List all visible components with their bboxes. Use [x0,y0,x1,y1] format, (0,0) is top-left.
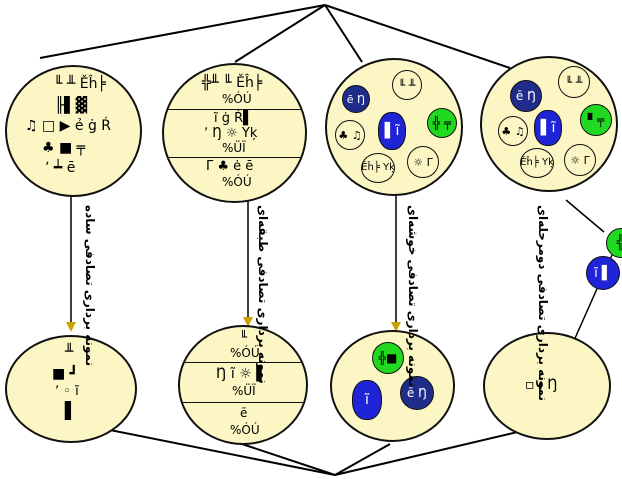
sample-1-row-1: ╨ [65,344,74,360]
population-circle-stratified: ╬╨ ╙ Ěĥ╞ %ÓÚ ĩ ġ Ŕ▌ ʼ Ŋ ☼ Yķ %ÜÏ Γ ♣ ė ē… [162,63,307,203]
sample-stratum-divider-2 [180,402,306,403]
sample-2-row-2: %ÓÚ [230,346,260,360]
cluster-cream-right: ☼ Γ [407,146,439,178]
top-line-1 [39,4,326,59]
arrow-multistage-2 [565,199,605,233]
stratum-divider-1 [164,109,305,110]
cluster-blue-2: ▌ĩ [534,110,562,146]
population-1-row-1: ╙ ╨ Ěĥ╞ [54,76,106,92]
cluster-blue: ▌ĩ [378,112,406,150]
population-circle-cluster: ē Ŋ ╙ ╨ ▌ĩ ╬ ╤ ♣ ♫ Ěĥ╞ Yķ ☼ Γ [325,58,463,196]
side-cluster-blue: ĩ ▌ [586,256,620,290]
sample-2-row-4: %ÜÏ [232,384,256,398]
arrow-head-simple [66,322,76,332]
top-line-3 [324,4,363,63]
sample-2-row-5: ē [240,406,248,420]
bottom-line-2 [241,443,336,476]
top-line-4 [324,4,511,69]
label-multistage-random: نمونه برداری تصادفی دومرحله‌ای [536,205,550,401]
sample-2-row-3: Ŋ ĩ ☼ ▌ [216,366,268,382]
population-circle-multistage: ē Ŋ ╙ ╨ ▌ĩ ▘╤ ♣ ♫ Ěĥ╞ Yķ ☼ Γ [480,56,618,192]
population-2-row-1: ╬╨ ╙ Ěĥ╞ [202,75,263,91]
sample-stratum-divider-1 [180,362,306,363]
population-2-row-2: %ÓÚ [222,92,252,106]
cluster-green: ╬ ╤ [427,108,457,138]
sample-cluster-navy: ē Ŋ [400,376,434,410]
population-2-row-6: Γ ♣ ė ē [206,159,254,174]
cluster-cream-left-2: ♣ ♫ [498,116,528,146]
cluster-green-2: ▘╤ [580,104,612,136]
population-1-row-5: ʼ ┷ ē [45,160,76,176]
population-1-row-3: ♫ □ ▶ ẻ ġ Ŕ [25,118,112,134]
sample-4-row-1: ▫ ĩ Ŋ [525,377,558,393]
sample-cluster-blue: ĩ [352,380,382,420]
sample-1-row-2: ■ ┛ [52,366,79,382]
population-1-row-4: ♣ ■ ╤ [42,140,86,156]
top-line-2 [234,4,326,63]
cluster-navy: ē Ŋ [342,85,370,113]
stratum-divider-2 [164,157,305,158]
sample-circle-multistage: ▫ ĩ Ŋ [483,332,611,440]
sample-2-row-1: ╙ [240,330,248,344]
cluster-navy-2: ē Ŋ [510,80,542,112]
bottom-line-1 [94,426,336,476]
population-2-row-7: %ÓÚ [222,175,252,189]
cluster-cream-top-2: ╙ ╨ [558,66,590,98]
bottom-line-3 [334,443,391,476]
population-1-row-2: ╟▌▓ [55,96,88,114]
arrow-head-cluster [391,322,401,332]
sample-circle-simple: ╨ ■ ┛ ʼ ◦ ĩ ▌ [5,335,137,443]
label-stratified-random: نمونه برداری تصادفی طبقه‌ای [256,205,270,384]
population-circle-simple: ╙ ╨ Ěĥ╞ ╟▌▓ ♫ □ ▶ ẻ ġ Ŕ ♣ ■ ╤ ʼ ┷ ē [5,65,142,197]
arrow-head-stratified [243,317,253,327]
cluster-cream-left: ♣ ♫ [335,120,365,150]
sample-2-row-6: %ÓÚ [230,423,260,437]
label-simple-random: نمونه برداری تصادفی ساده [83,205,97,367]
label-cluster-random: نمونه برداری تصادفی خوشه‌ای [406,205,420,387]
sample-1-row-4: ▌ [65,401,78,420]
population-2-row-5: %ÜÏ [222,141,246,155]
sample-cluster-green: ╬■ [372,342,404,374]
population-2-row-4: ʼ Ŋ ☼ Yķ [204,126,258,141]
sample-circle-stratified: ╙ %ÓÚ Ŋ ĩ ☼ ▌ %ÜÏ ē %ÓÚ [178,325,308,445]
sample-1-row-3: ʼ ◦ ĩ [55,384,79,399]
cluster-cream-top: ╙ ╨ [392,70,422,100]
cluster-cream-right-2: ☼ Γ [564,144,596,176]
sample-circle-cluster: ╬■ ĩ ē Ŋ [330,330,455,442]
population-2-row-3: ĩ ġ Ŕ▌ [214,111,254,126]
cluster-cream-bottom: Ěĥ╞ Yķ [361,153,395,183]
cluster-cream-bottom-2: Ěĥ╞ Yķ [520,148,554,178]
